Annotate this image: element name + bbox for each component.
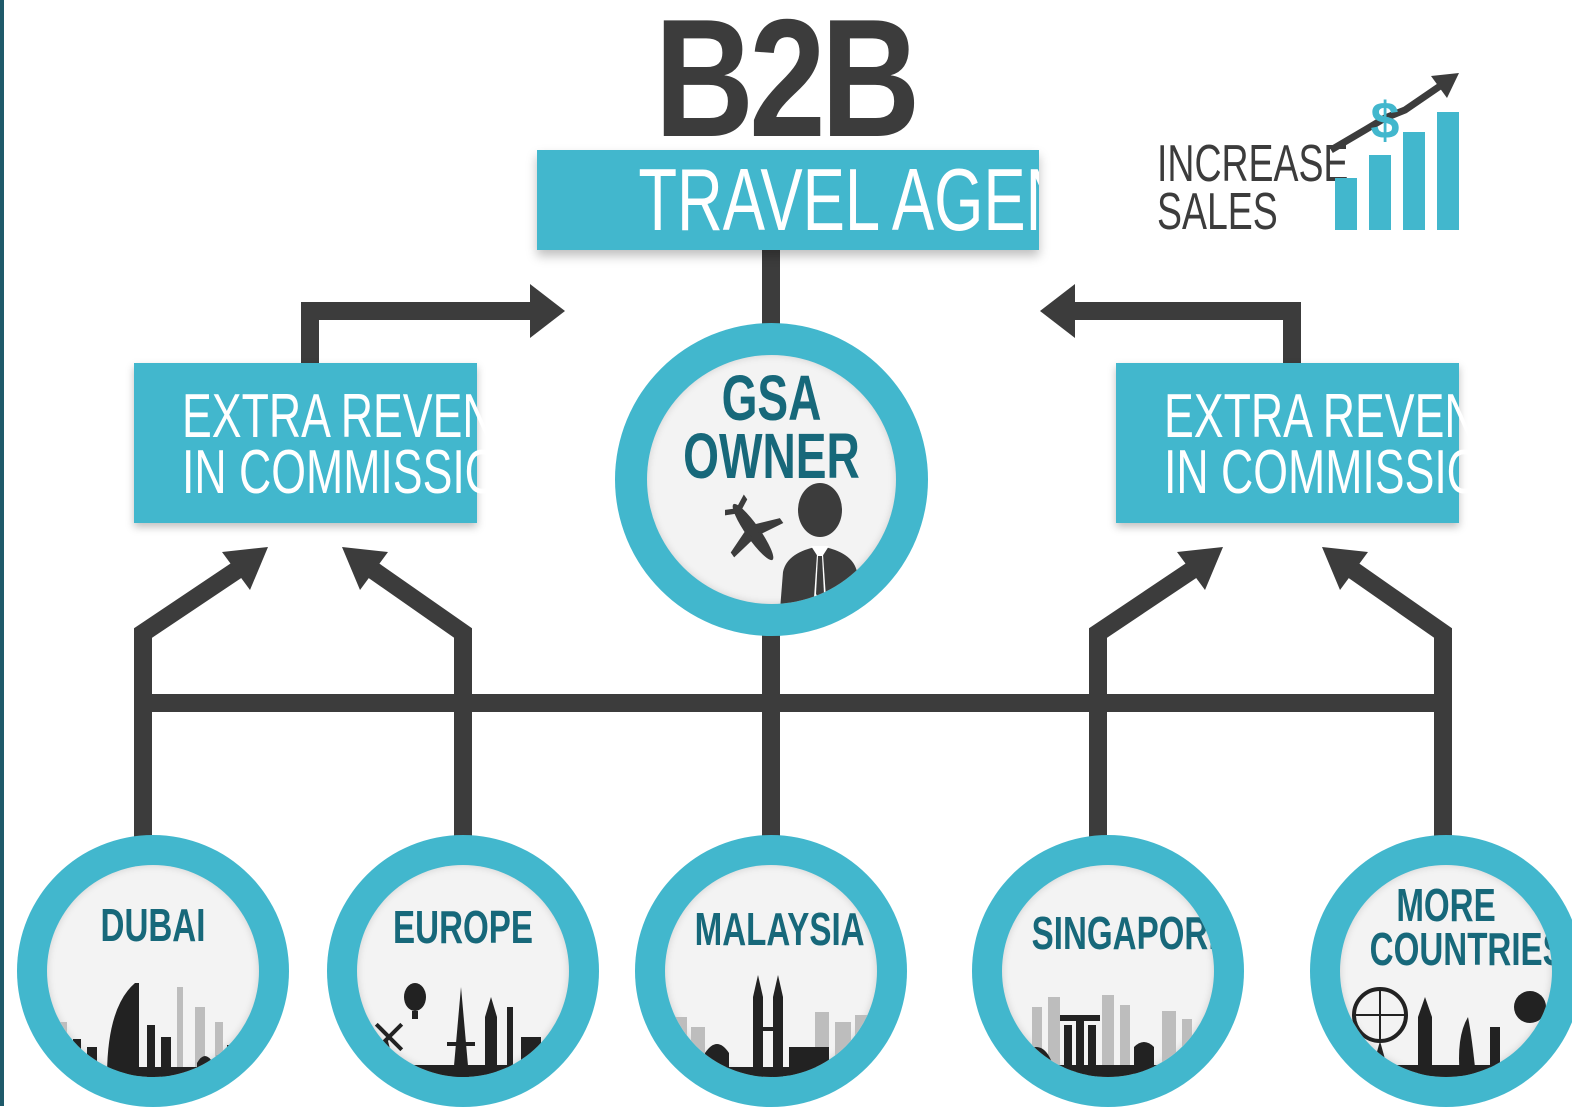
singapore-skyline-icon <box>1002 995 1214 1077</box>
revenue-left-line1: EXTRA REVENUE <box>182 382 557 451</box>
businessman-with-airplane-icon <box>725 483 860 604</box>
gsa-owner-node: GSA OWNER <box>615 323 928 636</box>
left-edge-bar <box>0 0 4 1106</box>
destination-inner-more-countries: MORE COUNTRIES <box>1340 865 1552 1077</box>
destination-inner-malaysia: MALAYSIA <box>665 865 877 1077</box>
revenue-right-line2: IN COMMISSION <box>1164 438 1514 507</box>
destination-label-singapore: SINGAPORE <box>1002 907 1214 959</box>
increase-sales-line1: INCREASE <box>1157 135 1349 193</box>
destination-node-more-countries: MORE COUNTRIES <box>1310 835 1572 1107</box>
rising-bar-chart-dollar-icon: $ <box>1329 73 1459 230</box>
malaysia-skyline-icon <box>665 975 877 1077</box>
destination-malaysia-line1: MALAYSIA <box>694 903 865 955</box>
dubai-skyline-icon <box>47 983 259 1077</box>
destination-node-europe: EUROPE <box>327 835 599 1107</box>
revenue-box-left: EXTRA REVENUE IN COMMISSION <box>134 363 557 523</box>
svg-text:$: $ <box>1371 92 1400 150</box>
destination-more-line2: COUNTRIES <box>1369 923 1552 975</box>
revenue-right-line1: EXTRA REVENUE <box>1164 382 1539 451</box>
title-travel-agency-text: TRAVEL AGENCY <box>638 150 1039 249</box>
destination-label-malaysia: MALAYSIA <box>665 903 877 955</box>
revenue-left-line2: IN COMMISSION <box>182 438 532 507</box>
title-b2b: B2B <box>654 0 921 172</box>
destination-singapore-line1: SINGAPORE <box>1031 907 1214 959</box>
destination-node-dubai: DUBAI <box>17 835 289 1107</box>
destination-inner-singapore: SINGAPORE <box>1002 865 1214 1077</box>
destination-node-singapore: SINGAPORE <box>972 835 1244 1107</box>
destination-inner-europe: EUROPE <box>357 865 569 1077</box>
title-travel-agency: TRAVEL AGENCY <box>537 150 1039 250</box>
gsa-owner-line2: OWNER <box>683 420 860 492</box>
gsa-owner-line1: GSA <box>721 362 822 434</box>
increase-sales-line2: SALES <box>1157 183 1278 241</box>
destination-dubai-line1: DUBAI <box>100 899 206 951</box>
europe-skyline-icon <box>357 983 569 1077</box>
gsa-owner-inner: GSA OWNER <box>647 355 896 604</box>
revenue-box-right: EXTRA REVENUE IN COMMISSION <box>1116 363 1539 523</box>
world-landmarks-icon <box>1340 987 1552 1077</box>
gsa-owner-label: GSA OWNER <box>647 362 896 492</box>
destination-label-more-countries: MORE COUNTRIES <box>1340 879 1552 975</box>
destination-label-dubai: DUBAI <box>47 899 259 951</box>
destination-inner-dubai: DUBAI <box>47 865 259 1077</box>
destination-label-europe: EUROPE <box>357 901 569 953</box>
destination-europe-line1: EUROPE <box>393 901 533 953</box>
destination-node-malaysia: MALAYSIA <box>635 835 907 1107</box>
increase-sales-label: INCREASE SALES <box>1157 135 1423 241</box>
destination-more-line1: MORE <box>1396 879 1496 931</box>
